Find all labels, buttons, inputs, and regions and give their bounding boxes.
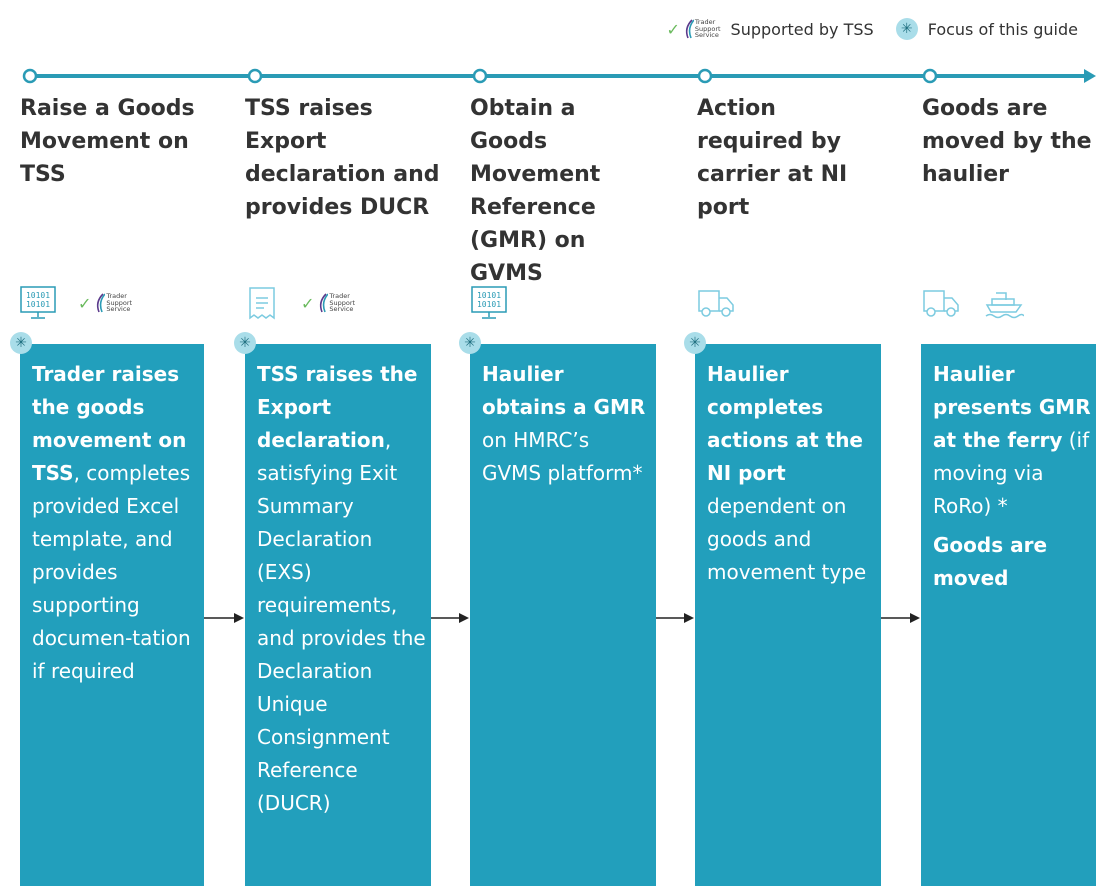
legend-supported-label: Supported by TSS bbox=[730, 19, 874, 39]
step-4-icons bbox=[697, 285, 735, 321]
flow-arrow bbox=[881, 613, 920, 623]
flow-arrow bbox=[204, 613, 244, 623]
step-4-body-bold: Haulier completes actions at the NI port bbox=[707, 362, 863, 485]
legend-focus-label: Focus of this guide bbox=[927, 19, 1078, 39]
svg-text:10101: 10101 bbox=[26, 300, 50, 309]
step-4-panel: Haulier completes actions at the NI port… bbox=[695, 344, 881, 886]
step-1-panel: Trader raises the goods movement on TSS,… bbox=[20, 344, 204, 886]
step-2-body-text: , satisfying Exit Summary Declaration (E… bbox=[257, 428, 426, 815]
step-2-body-bold: TSS raises the Export declaration bbox=[257, 362, 418, 452]
step-5-body-extra: Goods are moved bbox=[933, 533, 1048, 590]
focus-star-icon: ✳ bbox=[684, 332, 706, 354]
truck-icon bbox=[698, 290, 734, 317]
receipt-icon bbox=[249, 287, 275, 320]
flow-arrow bbox=[656, 613, 694, 623]
timeline-node bbox=[472, 68, 488, 84]
step-5-title: Goods are moved by the haulier bbox=[922, 96, 1092, 187]
step-4-body-text: dependent on goods and movement type bbox=[707, 494, 867, 584]
step-3-body-bold: Haulier obtains a GMR bbox=[482, 362, 646, 419]
focus-star-icon: ✳ bbox=[234, 332, 256, 354]
step-3-body-text: on HMRC’s GVMS platform* bbox=[482, 428, 643, 485]
step-5-panel: Haulier presents GMR at the ferry (if mo… bbox=[921, 344, 1096, 886]
ferry-icon bbox=[985, 292, 1024, 319]
step-2-title: TSS raises Export declaration and provid… bbox=[245, 96, 440, 220]
step-3-panel: Haulier obtains a GMR on HMRC’s GVMS pla… bbox=[470, 344, 656, 886]
timeline-node bbox=[697, 68, 713, 84]
focus-star-icon: ✳ bbox=[10, 332, 32, 354]
focus-star-icon: ✳ bbox=[895, 18, 918, 40]
step-5-body-bold: Haulier presents GMR at the ferry bbox=[933, 362, 1091, 452]
step-2-panel: TSS raises the Export declaration, satis… bbox=[245, 344, 431, 886]
svg-text:10101: 10101 bbox=[477, 291, 501, 300]
timeline-node bbox=[247, 68, 263, 84]
step-3-title: Obtain a Goods Movement Reference (GMR) … bbox=[470, 96, 601, 286]
step-1-body-text: , completes provided Excel template, and… bbox=[32, 461, 191, 683]
focus-star-icon: ✳ bbox=[459, 332, 481, 354]
step-1-title: Raise a Goods Movement on TSS bbox=[20, 96, 195, 187]
truck-icon bbox=[923, 290, 959, 317]
step-4-title: Action required by carrier at NI port bbox=[697, 96, 848, 220]
process-timeline bbox=[22, 68, 1096, 84]
svg-text:10101: 10101 bbox=[26, 291, 50, 300]
step-1-body-bold: Trader raises the goods movement on TSS bbox=[32, 362, 187, 485]
flow-arrow bbox=[431, 613, 469, 623]
timeline-node bbox=[22, 68, 38, 84]
timeline-node bbox=[922, 68, 938, 84]
step-5-body-text: (if moving via RoRo) * bbox=[933, 428, 1090, 518]
svg-text:10101: 10101 bbox=[477, 300, 501, 309]
step-5-icons bbox=[922, 285, 1024, 321]
